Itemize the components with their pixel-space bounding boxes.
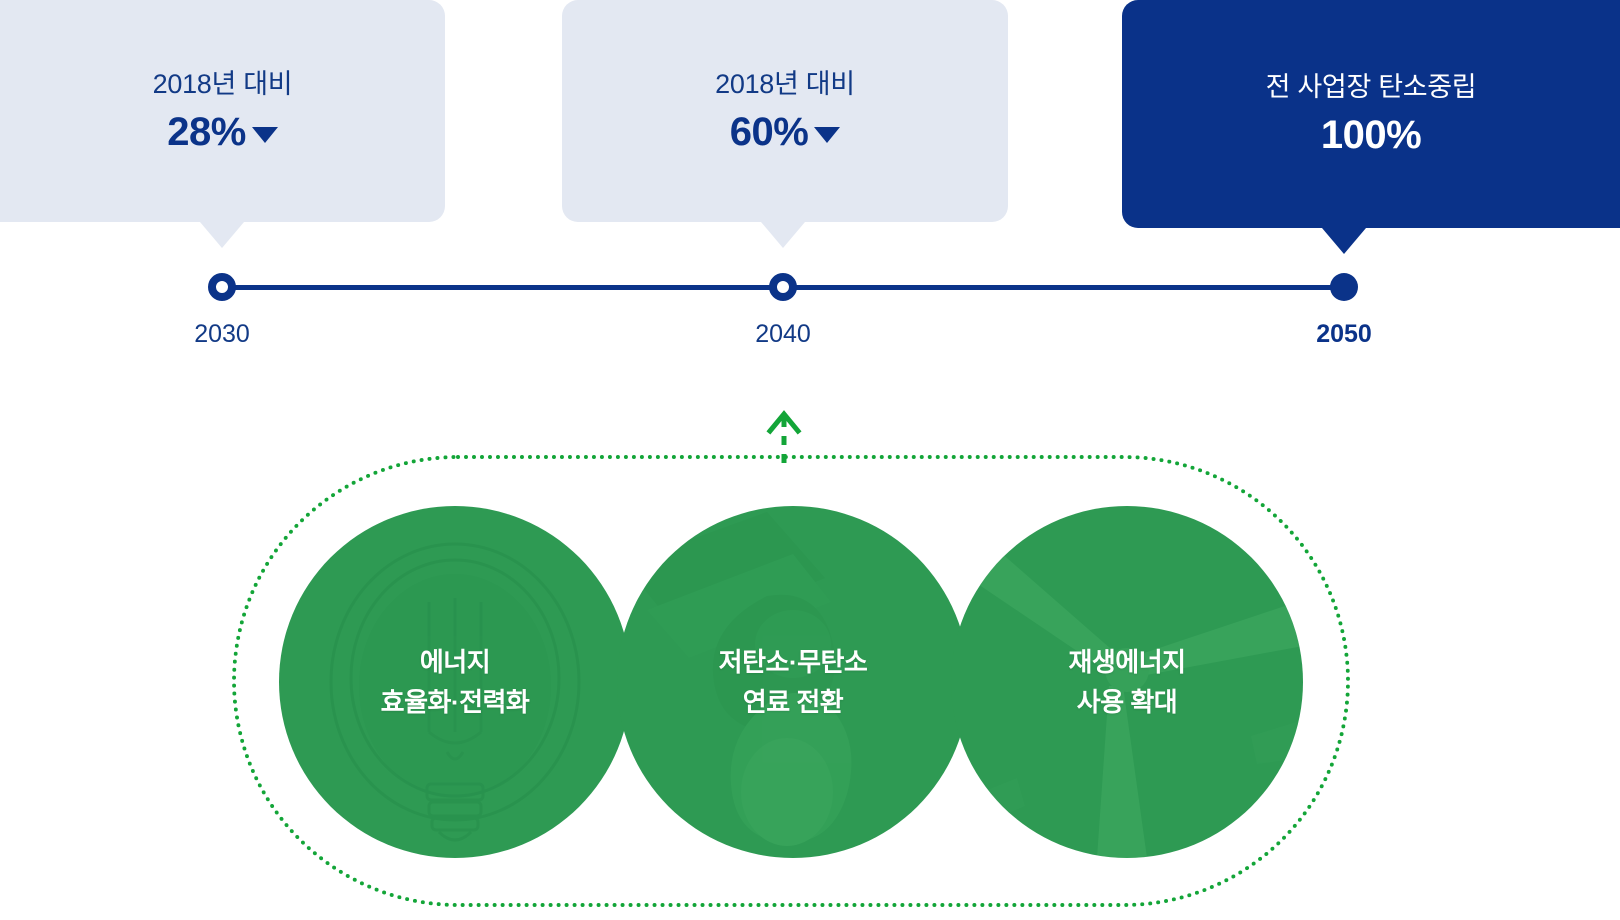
timeline-marker-2040[interactable] [769, 273, 797, 301]
timeline-year-2030: 2030 [194, 320, 250, 348]
milestone-value-text-2040: 60% [729, 110, 809, 155]
milestone-label-2050: 전 사업장 탄소중립 [1265, 71, 1477, 102]
lever-circle-fuel-switching[interactable]: 저탄소·무탄소 연료 전환 [617, 506, 969, 858]
lever-line1-energy-efficiency: 에너지 [419, 646, 491, 677]
milestone-value-2040: 60% [730, 110, 841, 154]
wind-turbine-icon [951, 506, 1303, 858]
milestone-value-text-2050: 100% [1320, 113, 1422, 158]
lever-line1-renewables: 재생에너지 [1068, 646, 1186, 677]
lever-line2-renewables: 사용 확대 [1076, 687, 1178, 717]
timeline-marker-2050[interactable] [1330, 273, 1358, 301]
milestone-card-2040[interactable]: 2018년 대비 60% [562, 0, 1008, 248]
milestone-card-2050[interactable]: 전 사업장 탄소중립 100% [1122, 0, 1620, 254]
lever-circle-energy-efficiency[interactable]: 에너지 효율화·전력화 [279, 506, 631, 858]
levers-group-outline [232, 455, 1350, 907]
lever-line2-fuel-switching: 연료 전환 [742, 687, 844, 717]
lever-label-energy-efficiency: 에너지 효율화·전력화 [381, 642, 530, 723]
milestone-value-2050: 100% [1320, 113, 1422, 158]
lever-line1-fuel-switching: 저탄소·무탄소 [718, 646, 868, 677]
milestone-label-2040: 2018년 대비 [715, 68, 855, 99]
milestone-value-2030: 28% [167, 110, 278, 154]
timeline-marker-2030[interactable] [208, 273, 236, 301]
card-tail-2040 [761, 222, 805, 248]
lightbulb-icon [279, 506, 631, 858]
lever-line2-energy-efficiency: 효율화·전력화 [380, 687, 530, 717]
lever-label-fuel-switching: 저탄소·무탄소 연료 전환 [719, 642, 868, 723]
card-tail-2030 [200, 222, 244, 248]
milestone-label-2030: 2018년 대비 [152, 68, 293, 99]
card-tail-2050 [1322, 228, 1366, 254]
lever-label-renewables: 재생에너지 사용 확대 [1068, 642, 1186, 723]
lever-circle-renewables[interactable]: 재생에너지 사용 확대 [951, 506, 1303, 858]
milestone-card-2030[interactable]: 2018년 대비 28% [0, 0, 445, 248]
triangle-down-icon [251, 127, 278, 144]
fuel-bottle-icon [617, 506, 969, 858]
timeline-year-2040: 2040 [755, 320, 811, 348]
milestone-value-text-2030: 28% [167, 110, 246, 155]
timeline-year-2050: 2050 [1316, 320, 1372, 348]
triangle-down-icon [814, 127, 841, 144]
